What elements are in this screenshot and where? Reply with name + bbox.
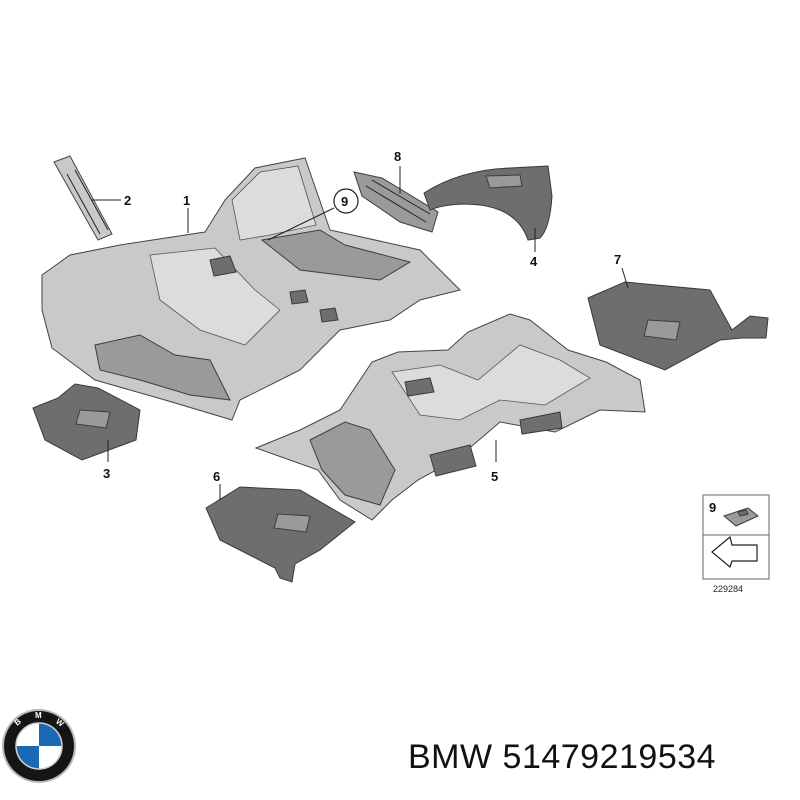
callout-9: 9 (341, 194, 348, 209)
detail-inset: 9 229284 (702, 494, 770, 594)
part-2-strip (53, 155, 113, 241)
bmw-logo-letter-m: M (35, 711, 42, 720)
callout-3: 3 (103, 466, 110, 481)
bmw-logo: B M W (2, 709, 76, 783)
part-1-front-carpet (41, 157, 461, 421)
inset-ref-number: 229284 (713, 584, 743, 594)
callout-2: 2 (124, 193, 131, 208)
caption-part-number: 51479219534 (502, 738, 717, 776)
callout-5: 5 (491, 469, 498, 484)
callout-4: 4 (530, 254, 538, 269)
part-3-mat (32, 383, 141, 461)
bmw-logo-letter-b: B (13, 717, 23, 728)
callout-9-circle (333, 188, 359, 214)
callout-8: 8 (394, 149, 401, 164)
leader-9 (267, 207, 335, 241)
callout-6: 6 (213, 469, 220, 484)
part-4-trim (423, 165, 553, 241)
part-caption: BMW 51479219534 (408, 738, 793, 784)
callout-1: 1 (183, 193, 190, 208)
caption-brand: BMW (408, 738, 493, 776)
part-8-bracket (353, 171, 439, 233)
arrow-icon (711, 535, 758, 569)
part-5-rear-carpet (254, 313, 646, 521)
leader-7 (621, 267, 629, 289)
inset-item-label: 9 (709, 500, 716, 515)
bmw-logo-letter-w: W (54, 717, 66, 729)
part-6-mat (205, 486, 356, 583)
callout-7: 7 (614, 252, 621, 267)
part-7-mat (587, 281, 769, 371)
